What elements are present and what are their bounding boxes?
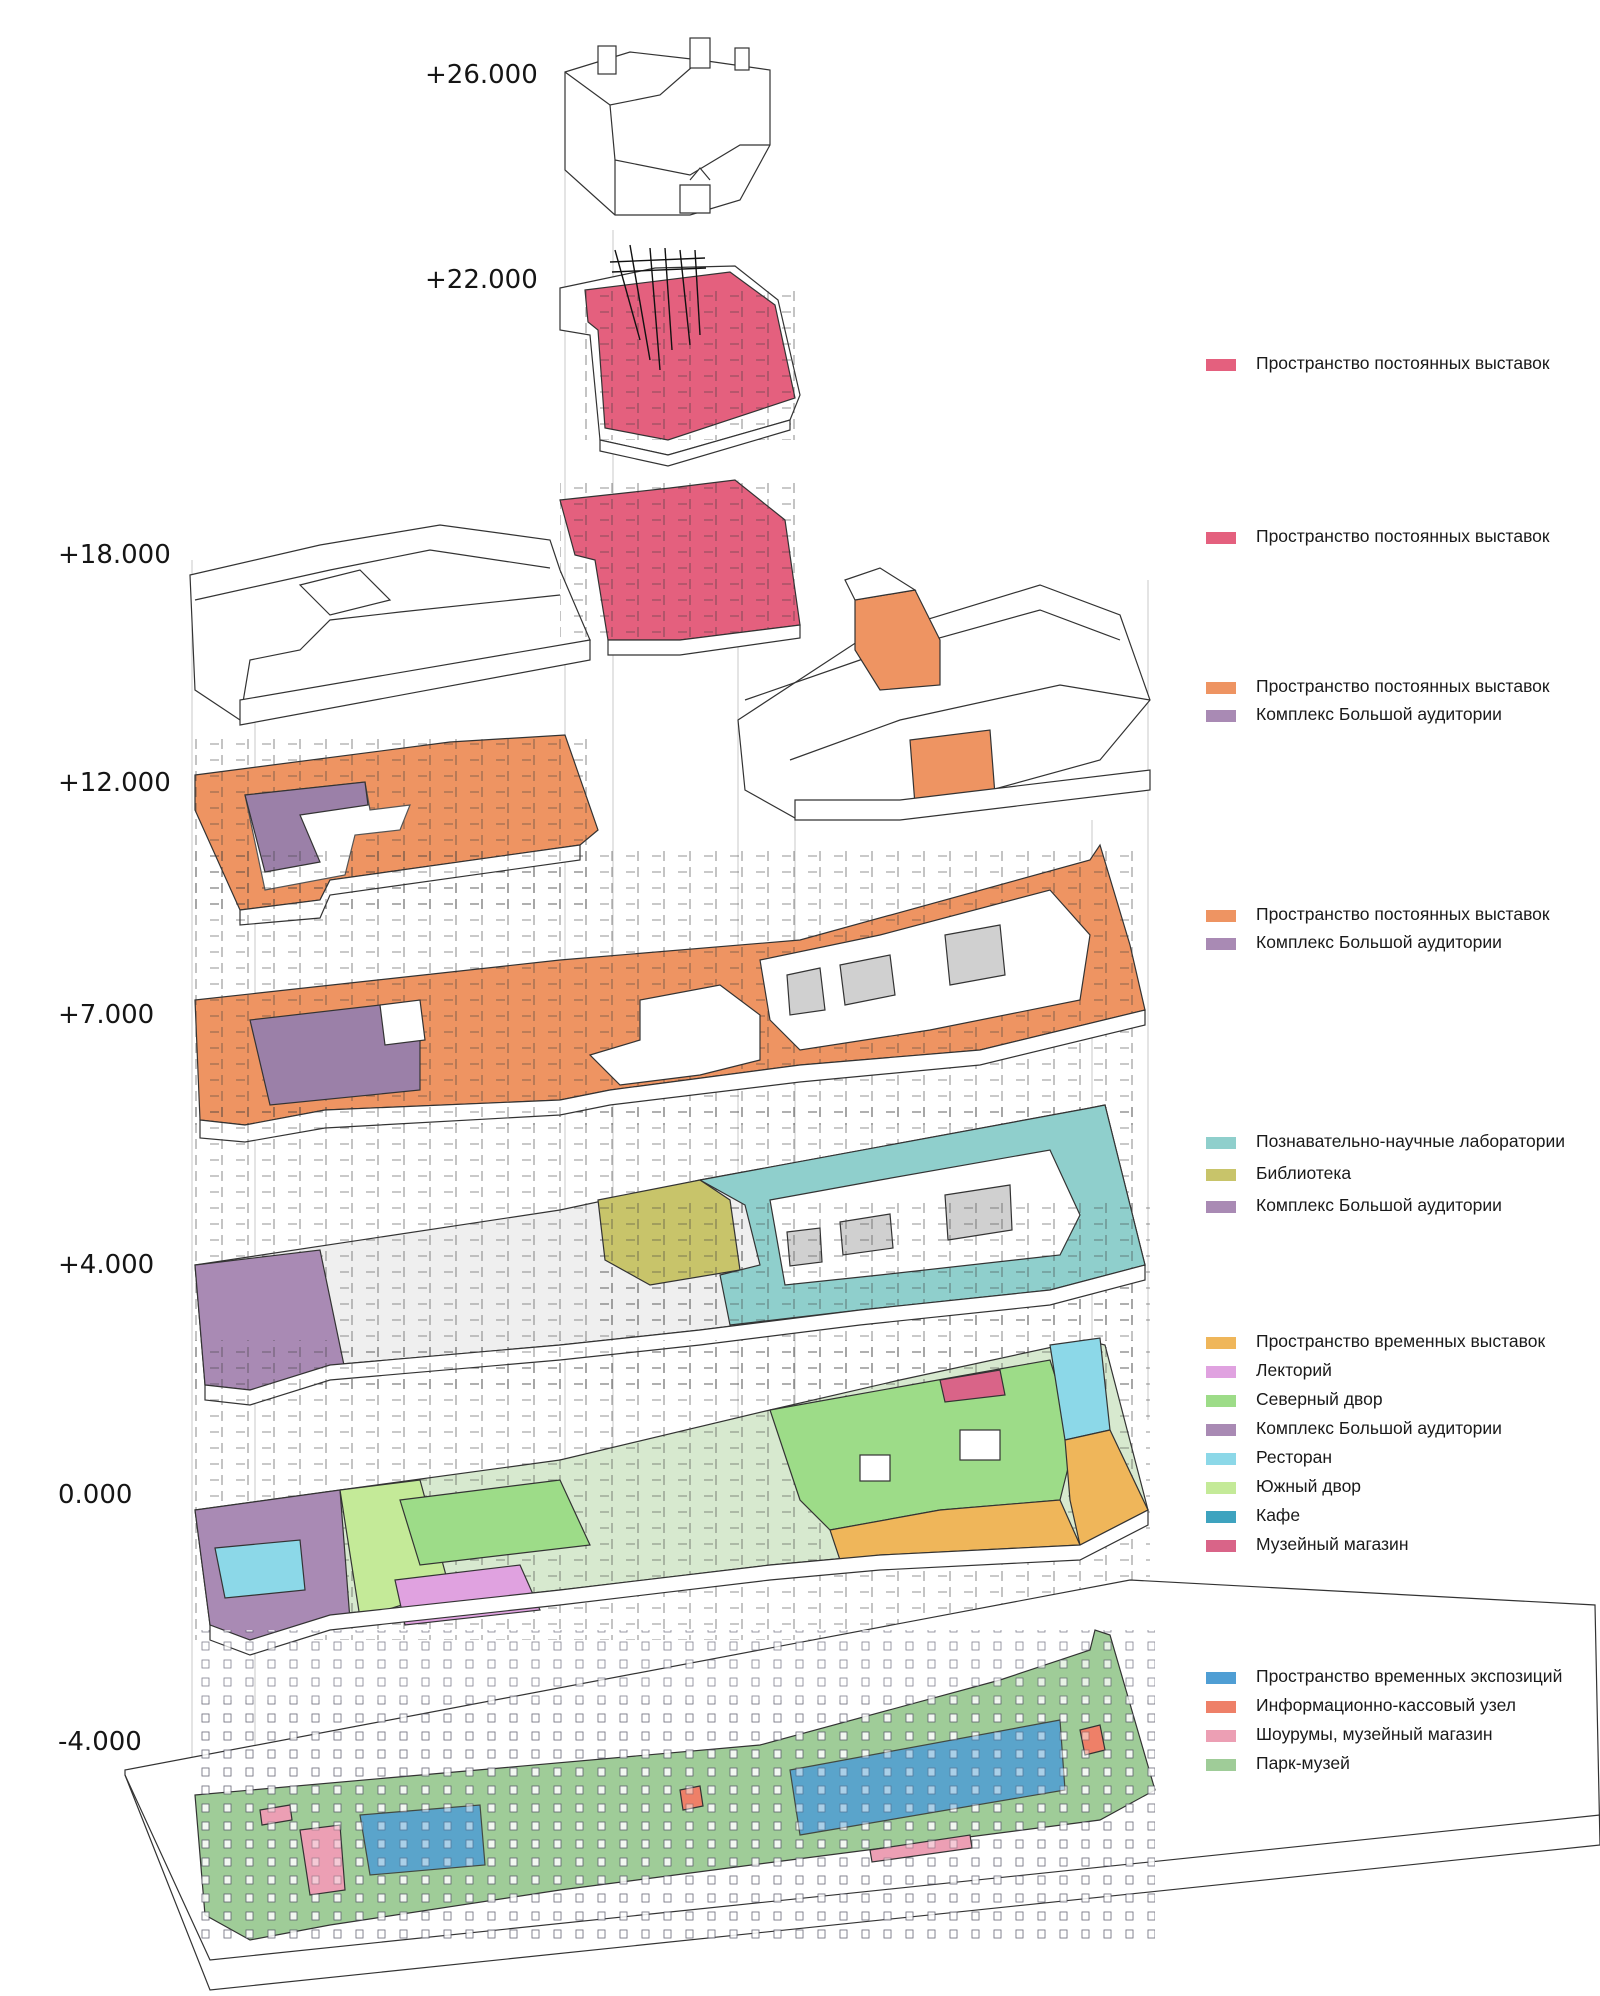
legend-swatch — [1206, 1337, 1236, 1349]
legend-label: Пространство постоянных выставок — [1256, 904, 1550, 924]
legend-swatch — [1206, 359, 1236, 371]
level-label: +12.000 — [58, 768, 171, 798]
legend-label: Музейный магазин — [1256, 1534, 1409, 1554]
level-label: +22.000 — [425, 265, 538, 295]
legend-swatch — [1206, 1201, 1236, 1213]
level-label: +18.000 — [58, 540, 171, 570]
legend-label: Пространство постоянных выставок — [1256, 353, 1550, 373]
level-label: 0.000 — [58, 1480, 133, 1510]
level-0000 — [194, 1337, 1150, 1656]
legend-swatch — [1206, 1453, 1236, 1465]
legend-swatch — [1206, 1511, 1236, 1523]
legend-swatch — [1206, 1169, 1236, 1181]
legend-swatch — [1206, 710, 1236, 722]
legend-label: Познавательно-научные лаборатории — [1256, 1131, 1566, 1151]
legend-label: Шоурумы, музейный магазин — [1256, 1724, 1493, 1744]
legend-label: Пространство постоянных выставок — [1256, 676, 1550, 696]
legend-swatch — [1206, 1730, 1236, 1742]
level-label: +4.000 — [58, 1250, 155, 1280]
legend-label: Комплекс Большой аудитории — [1256, 1418, 1502, 1438]
legend-label: Кафе — [1256, 1505, 1301, 1525]
legend-label: Пространство временных экспозиций — [1256, 1666, 1563, 1686]
level-18000 — [189, 479, 1151, 821]
legend-label: Пространство постоянных выставок — [1256, 526, 1550, 546]
legend-label: Парк-музей — [1256, 1753, 1350, 1773]
legend-swatch — [1206, 910, 1236, 922]
legend-swatch — [1206, 1424, 1236, 1436]
level-label: +26.000 — [425, 60, 538, 90]
level-minus-4000 — [124, 1579, 1600, 1991]
legend-swatch — [1206, 938, 1236, 950]
legend-swatch — [1206, 682, 1236, 694]
legend-swatch — [1206, 1540, 1236, 1552]
level-label: -4.000 — [58, 1727, 142, 1757]
legend-swatch — [1206, 1672, 1236, 1684]
legend-label: Лекторий — [1256, 1360, 1332, 1380]
legend-label: Южный двор — [1256, 1476, 1362, 1496]
legend-label: Комплекс Большой аудитории — [1256, 704, 1502, 724]
legend-label: Комплекс Большой аудитории — [1256, 1195, 1502, 1215]
legend-swatch — [1206, 532, 1236, 544]
legend-label: Комплекс Большой аудитории — [1256, 932, 1502, 952]
legend-swatch — [1206, 1759, 1236, 1771]
legend-label: Пространство временных выставок — [1256, 1331, 1546, 1351]
roof-level — [564, 37, 771, 216]
legend-label: Библиотека — [1256, 1163, 1352, 1183]
legend-label: Северный двор — [1256, 1389, 1383, 1409]
level-label: +7.000 — [58, 1000, 155, 1030]
legend-swatch — [1206, 1395, 1236, 1407]
legend-swatch — [1206, 1482, 1236, 1494]
legend-swatch — [1206, 1137, 1236, 1149]
level-7000 — [194, 843, 1146, 1143]
level-22000 — [559, 244, 801, 467]
legend-label: Информационно-кассовый узел — [1256, 1695, 1516, 1715]
legend-swatch — [1206, 1366, 1236, 1378]
legend-swatch — [1206, 1701, 1236, 1713]
legend-label: Ресторан — [1256, 1447, 1333, 1467]
